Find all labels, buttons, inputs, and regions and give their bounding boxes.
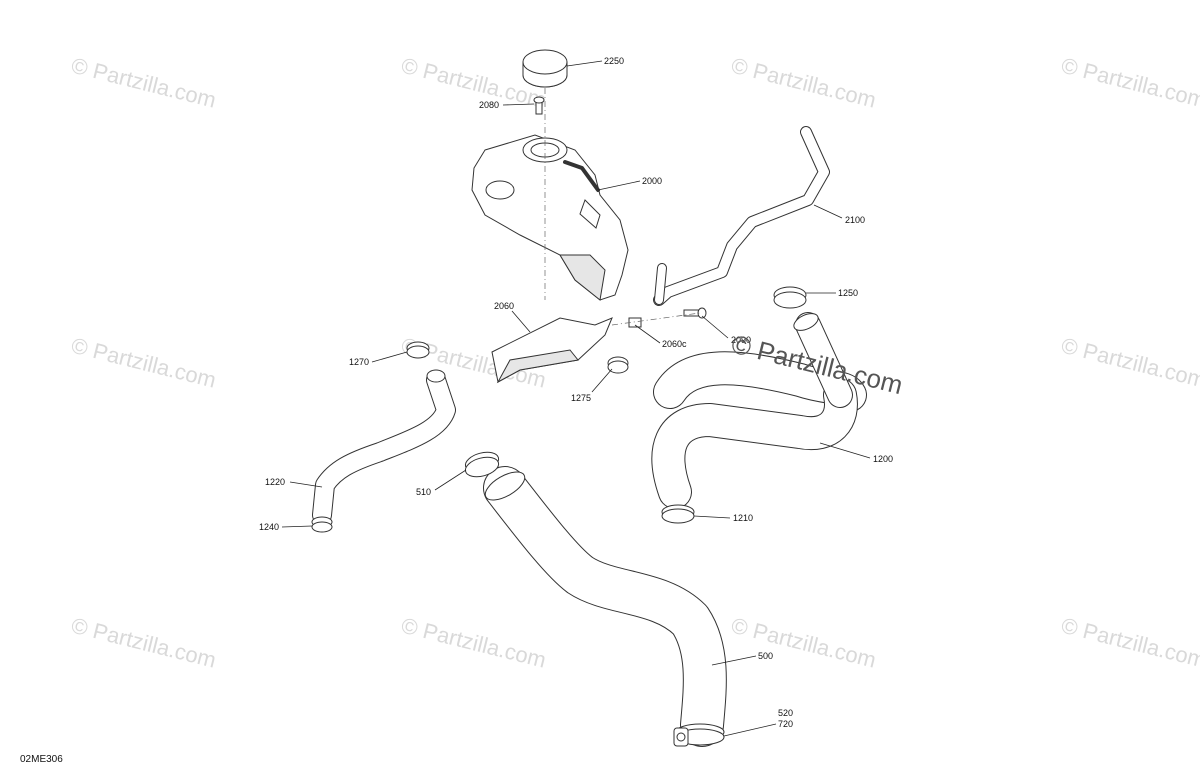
watermark: © Partzilla.com	[729, 613, 879, 673]
watermark: © Partzilla.com	[399, 613, 549, 673]
callout-520: 520	[778, 708, 793, 718]
callout-2000: 2000	[642, 176, 662, 186]
callout-2090: 2090	[731, 335, 751, 345]
callout-2250: 2250	[604, 56, 624, 66]
callout-1210: 1210	[733, 513, 753, 523]
watermark: © Partzilla.com	[69, 53, 219, 113]
callout-1270: 1270	[349, 357, 369, 367]
callout-1240: 1240	[259, 522, 279, 532]
hose-1200	[651, 312, 867, 509]
screw-2080	[533, 96, 545, 115]
assembly-axes	[544, 88, 701, 326]
watermark: © Partzilla.com	[69, 613, 219, 673]
watermark: © Partzilla.com	[1059, 613, 1200, 673]
clamp-520-720	[673, 723, 725, 747]
leader-lines	[281, 60, 871, 737]
watermark: © Partzilla.com	[1059, 333, 1200, 393]
watermark: © Partzilla.com	[729, 53, 879, 113]
callout-2080: 2080	[479, 100, 499, 110]
callout-1250: 1250	[838, 288, 858, 298]
callout-500: 500	[758, 651, 773, 661]
callout-2060c: 2060c	[662, 339, 687, 349]
clamp-1270	[406, 341, 430, 359]
drawing-code: 02ME306	[20, 754, 63, 765]
bracket-2060	[491, 317, 613, 384]
hose-1220	[312, 369, 456, 525]
callout-1275: 1275	[571, 393, 591, 403]
clamp-1210	[661, 504, 695, 524]
callout-1220: 1220	[265, 477, 285, 487]
callout-labels: 2250 2080 2000 2100 2060 2060c 2090 1250…	[259, 56, 893, 729]
callout-510: 510	[416, 487, 431, 497]
hose-500	[483, 466, 727, 747]
bolt-2090	[683, 307, 707, 319]
tank-cap-2250	[522, 49, 568, 88]
watermark: © Partzilla.com	[69, 333, 219, 393]
callout-2100: 2100	[845, 215, 865, 225]
clamp-1240	[311, 516, 333, 533]
watermark: © Partzilla.com	[1059, 53, 1200, 113]
clamp-510	[464, 451, 500, 478]
callout-720: 720	[778, 719, 793, 729]
clamp-1250	[773, 286, 807, 309]
clamp-1275	[607, 356, 629, 374]
hose-2100	[653, 126, 830, 306]
callout-2060: 2060	[494, 301, 514, 311]
callout-1200: 1200	[873, 454, 893, 464]
coolant-tank-2000	[471, 134, 629, 301]
